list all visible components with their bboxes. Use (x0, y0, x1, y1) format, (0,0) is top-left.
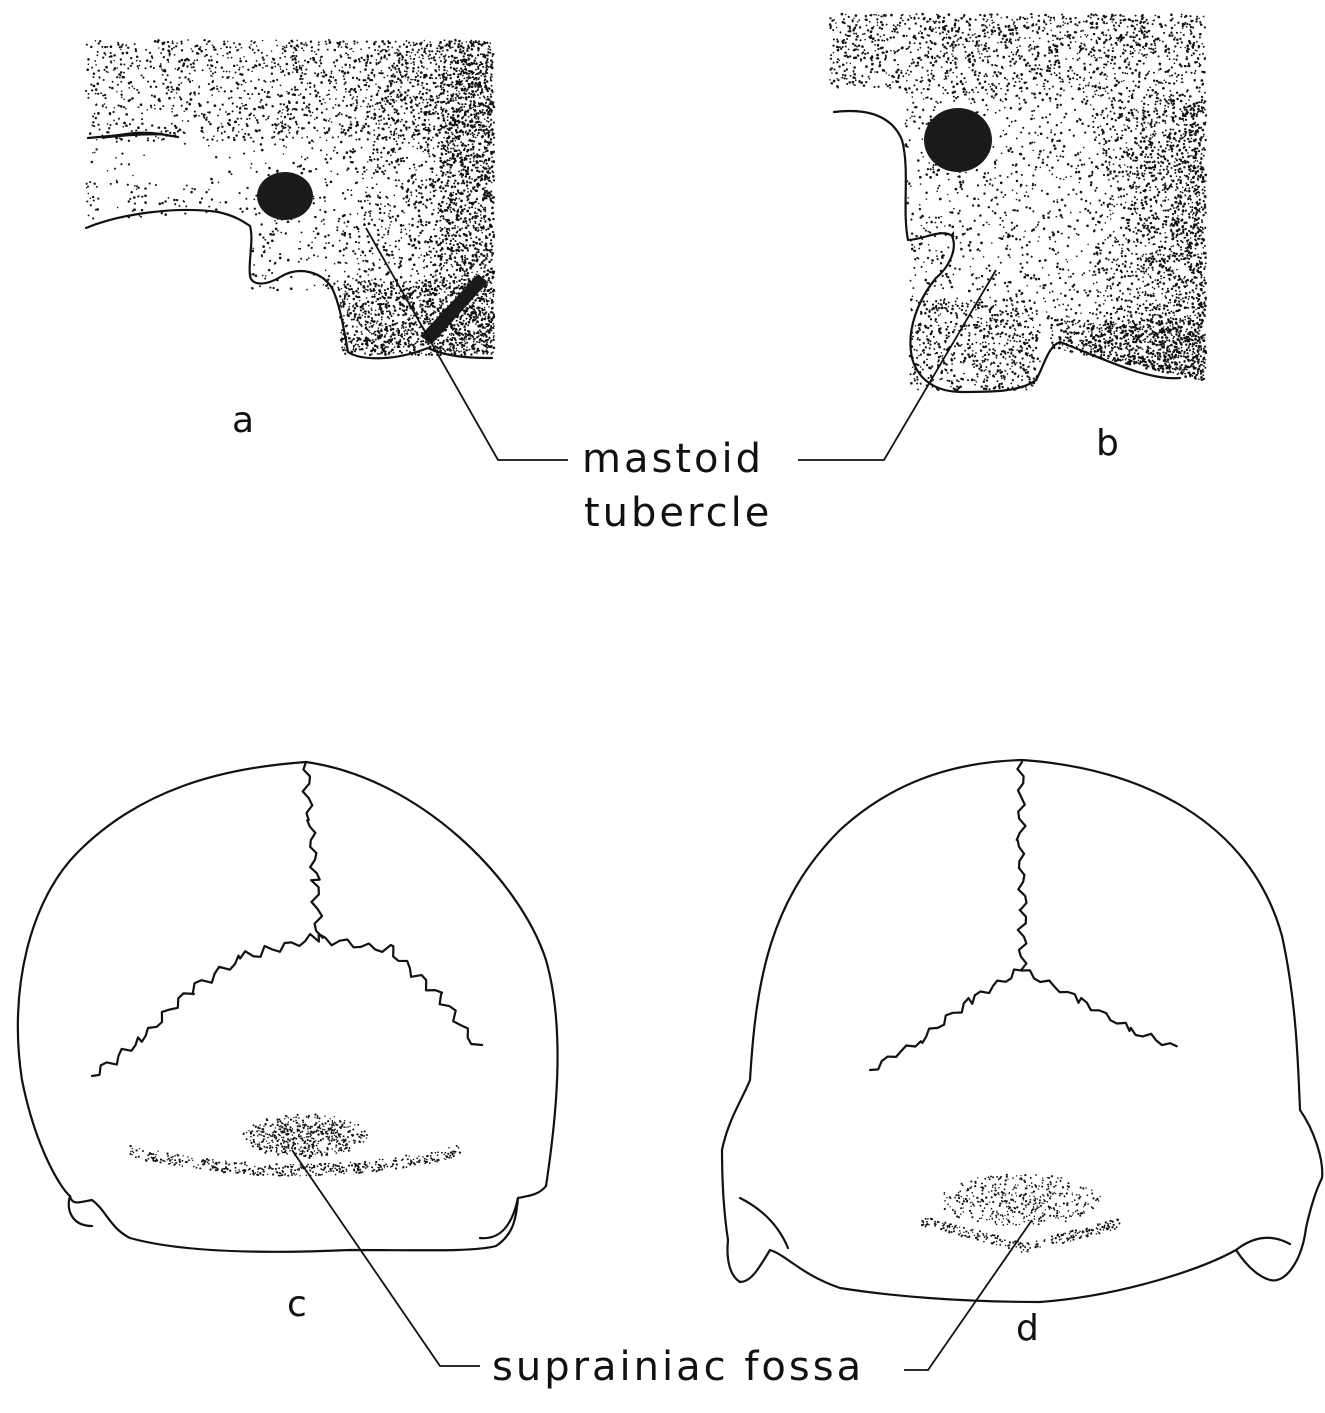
panel-d-fossa-stipple (921, 1174, 1121, 1253)
panel-b-auditory-meatus (924, 108, 992, 172)
panel-label-c: c (287, 1284, 310, 1325)
panel-a-mastoid-drawing (85, 39, 495, 359)
mastoid-tubercle-label-line1: mastoid (582, 436, 764, 482)
panel-c-fossa-stipple (129, 1113, 461, 1176)
leader-c-suprainiac (292, 1150, 480, 1366)
suprainiac-fossa-leaders (292, 1150, 1032, 1370)
panel-c-right-notch (480, 1198, 518, 1238)
panel-d-skull-outline (722, 760, 1322, 1302)
panel-a-auditory-meatus (257, 172, 313, 220)
mastoid-tubercle-label-line2: tubercle (584, 490, 772, 536)
panel-d-skull-occipital (722, 760, 1322, 1302)
panel-d-sagittal-suture (1017, 762, 1027, 970)
panel-c-sagittal-suture (303, 762, 323, 938)
panel-b-stipple (829, 13, 1207, 391)
panel-d-right-notch (1236, 1238, 1290, 1250)
panel-label-d: d (1016, 1308, 1042, 1349)
panel-label-b: b (1096, 423, 1122, 464)
suprainiac-fossa-label: suprainiac fossa (492, 1344, 864, 1390)
panel-d-lambdoid-suture (870, 970, 1177, 1071)
leader-b-mastoid (798, 270, 996, 460)
panel-c-skull-occipital (18, 762, 558, 1252)
panel-d-left-notch (740, 1198, 788, 1248)
panel-b-mastoid-drawing (829, 13, 1207, 392)
panel-c-lambdoid-suture (92, 934, 482, 1076)
panel-b-bone-outline (834, 111, 1180, 392)
panel-c-skull-outline (18, 762, 558, 1252)
panel-label-a: a (232, 400, 257, 441)
